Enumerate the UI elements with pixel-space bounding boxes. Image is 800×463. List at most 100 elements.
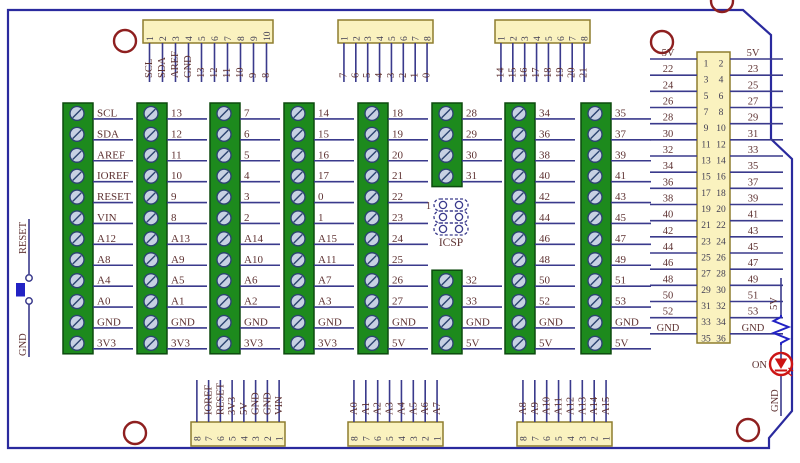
signal-label: 43	[748, 226, 759, 237]
icsp-title: ICSP	[439, 237, 463, 249]
signal-label: 19	[555, 68, 566, 79]
switch-contact	[25, 297, 33, 305]
pin-number: 33	[701, 318, 711, 328]
signal-label: 28	[663, 113, 674, 124]
gnd-label: GND	[18, 333, 29, 356]
pin-number: 7	[362, 436, 372, 441]
screw-slot	[514, 254, 524, 265]
screw-slot	[514, 296, 524, 307]
screw-slot	[367, 254, 377, 265]
pin-number: 32	[716, 302, 726, 312]
signal-label: 13	[196, 68, 207, 79]
screw-slot	[219, 192, 229, 202]
signal-label: A12	[565, 397, 576, 415]
terminal-label: 53	[615, 296, 627, 308]
signal-label: 35	[748, 161, 759, 172]
pin-number: 10	[263, 31, 273, 41]
pin-number: 2	[264, 436, 274, 441]
screw-slot	[219, 129, 229, 140]
terminal-label: GND	[244, 316, 268, 328]
pin-number: 3	[579, 436, 589, 441]
signal-label: 37	[748, 177, 759, 188]
terminal-label: AREF	[97, 149, 125, 161]
terminal-label: 3V3	[244, 337, 263, 349]
pin-number: 8	[424, 36, 434, 41]
pin-number: 2	[591, 436, 601, 441]
signal-label: 25	[748, 80, 759, 91]
signal-label: RESET	[215, 382, 226, 415]
signal-label: A2	[373, 402, 384, 415]
icsp-pin	[454, 224, 464, 234]
5v-label: 5V	[769, 297, 780, 310]
signal-label: A4	[396, 401, 407, 415]
screw-slot	[590, 213, 600, 223]
terminal-label: A15	[318, 233, 337, 245]
signal-label: 15	[507, 68, 518, 79]
screw-slot	[441, 338, 451, 349]
terminal-label: GND	[97, 316, 121, 328]
icsp-pin	[454, 200, 464, 210]
screw-slot	[293, 192, 303, 202]
terminal-label: GND	[539, 316, 563, 328]
pin-number: 6	[557, 36, 567, 41]
pin-number: 2	[719, 60, 724, 70]
signal-label: 31	[748, 129, 759, 140]
terminal-label: 30	[466, 149, 478, 161]
screw-slot	[146, 338, 156, 349]
screw-slot	[219, 275, 229, 286]
mounting-hole	[112, 28, 138, 54]
pin-number: 5	[704, 92, 709, 102]
signal-label: 3V3	[227, 397, 238, 415]
terminal-label: GND	[318, 316, 342, 328]
terminal-label: 15	[318, 128, 330, 140]
terminal-label: IOREF	[97, 170, 129, 182]
terminal-label: 51	[615, 275, 626, 287]
terminal-label: 13	[171, 107, 183, 119]
signal-label: 32	[663, 145, 674, 156]
terminal-label: 2	[244, 212, 250, 224]
signal-label: 3	[386, 73, 397, 78]
pin-number: 34	[716, 318, 726, 328]
pin-number: 2	[352, 36, 362, 41]
terminal-label: A2	[244, 296, 257, 308]
pin-number: 1	[434, 436, 444, 441]
terminal-label: 32	[466, 275, 477, 287]
screw-slot	[146, 213, 156, 223]
pin-number: 7	[531, 436, 541, 441]
signal-label: GND	[657, 323, 680, 334]
pin-number: 6	[400, 36, 410, 41]
terminal-label: 3V3	[97, 337, 116, 349]
pin-number: 13	[701, 157, 711, 167]
pin-number: 1	[497, 36, 507, 41]
signal-label: 4	[374, 72, 385, 78]
pin-number: 22	[716, 221, 726, 231]
screw-slot	[72, 234, 82, 244]
pin-number: 4	[185, 36, 195, 41]
screw-slot	[146, 150, 156, 161]
pin-number: 2	[509, 36, 519, 41]
led-light-mark	[788, 367, 794, 372]
screw-slot	[293, 213, 303, 223]
block-body	[283, 102, 315, 355]
terminal-label: A9	[171, 254, 185, 266]
signal-label: VIN	[274, 396, 285, 415]
terminal-label: A6	[244, 275, 258, 287]
signal-label: GND	[262, 392, 273, 415]
signal-label: SCL	[144, 59, 155, 78]
signal-label: 41	[748, 210, 759, 221]
push-button-actuator	[16, 283, 25, 297]
screw-slot	[590, 234, 600, 244]
signal-label: 21	[579, 68, 590, 79]
terminal-label: 50	[539, 275, 551, 287]
pin-number: 3	[410, 436, 420, 441]
resistor	[770, 315, 792, 345]
led-light-mark	[787, 372, 793, 377]
signal-label: A14	[589, 396, 600, 415]
pin-number: 5	[555, 436, 565, 441]
signal-label: 50	[663, 291, 674, 302]
screw-slot	[293, 150, 303, 161]
